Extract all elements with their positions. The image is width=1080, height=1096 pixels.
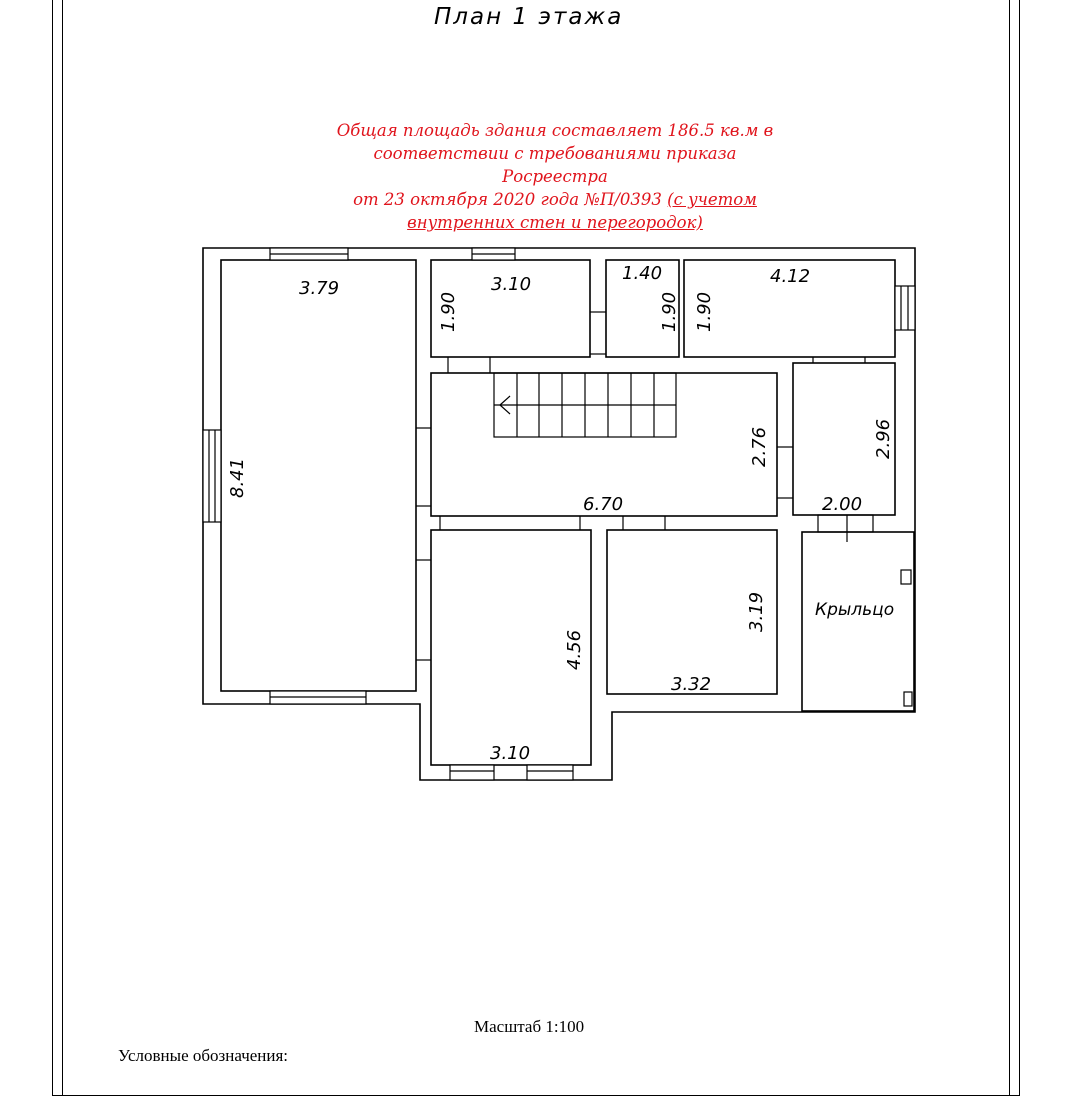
wall-details [416, 311, 874, 661]
room-bottom-b [606, 529, 778, 695]
dim-top-room-b-depth: 1.90 [659, 292, 680, 332]
dim-bottom-room-b-depth: 3.19 [746, 592, 767, 632]
window-top-left [269, 247, 349, 261]
window-left [202, 429, 222, 523]
dim-side-room-depth: 2.96 [873, 419, 894, 459]
dim-bottom-room-b-width: 3.32 [671, 674, 711, 695]
porch-label: Крыльцо [815, 600, 894, 620]
area-note-line1: Общая площадь здания составляет 186.5 кв… [336, 121, 774, 140]
dimension-labels: 3.79 8.41 3.10 1.90 1.40 1.90 4.12 1.90 … [227, 263, 894, 764]
porch-fixtures [900, 569, 913, 707]
area-note-line3b: (с учетом [667, 190, 757, 209]
window-bottom-b [526, 764, 574, 781]
dim-top-room-c-depth: 1.90 [694, 292, 715, 332]
dim-bottom-room-a-length: 4.56 [564, 630, 585, 670]
window-bottom-left [269, 690, 367, 705]
room-porch [801, 531, 915, 712]
room-top-b [605, 259, 680, 358]
window-right [894, 285, 916, 331]
dim-top-room-b-width: 1.40 [622, 263, 662, 284]
dim-top-room-c-width: 4.12 [770, 266, 810, 287]
windows [202, 247, 916, 781]
scale-label: Масштаб 1:100 [474, 1017, 585, 1036]
area-note: Общая площадь здания составляет 186.5 кв… [330, 119, 780, 234]
area-note-line2: соответствии с требованиями приказа Роср… [373, 144, 737, 186]
dim-hall-width: 2.76 [749, 427, 770, 467]
room-left [220, 259, 417, 692]
area-note-line3: от 23 октября 2020 года №П/0393 (с учето… [330, 188, 780, 211]
dim-top-room-a-width: 3.10 [491, 274, 531, 295]
legend-label: Условные обозначения: [118, 1046, 289, 1065]
dim-hall-length: 6.70 [583, 494, 623, 515]
plan-title: План 1 этажа [434, 4, 623, 30]
area-note-line4: внутренних стен и перегородок) [407, 213, 703, 232]
window-top-mid [471, 247, 516, 261]
dim-bottom-room-a-width: 3.10 [490, 743, 530, 764]
room-bottom-a [430, 529, 592, 766]
stairs [493, 372, 677, 438]
dim-left-room-width: 3.79 [299, 278, 339, 299]
window-bottom-a [449, 764, 495, 781]
dim-side-room-width: 2.00 [822, 494, 862, 515]
dim-top-room-a-depth: 1.90 [438, 292, 459, 332]
dim-left-room-length: 8.41 [227, 458, 248, 498]
area-note-line3a: от 23 октября 2020 года №П/0393 [353, 190, 668, 209]
room-walls [220, 259, 915, 766]
